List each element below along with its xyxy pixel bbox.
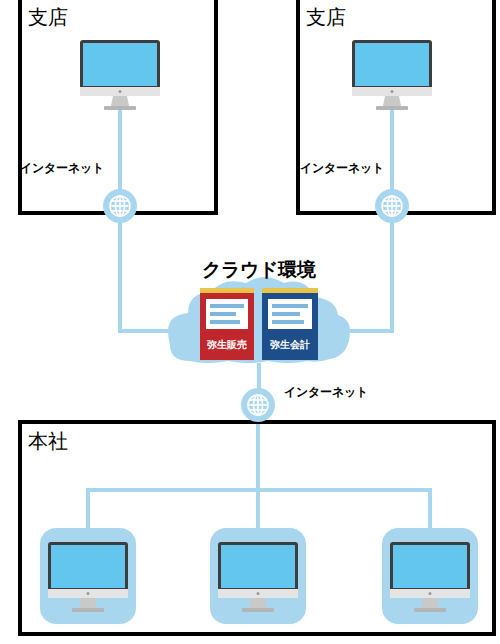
internet-globe — [241, 388, 275, 422]
monitor-icon — [218, 542, 298, 612]
node-label: クラウド環境 — [168, 257, 350, 283]
product-package — [262, 288, 318, 360]
network-line — [120, 215, 168, 331]
product-label: 弥生販売 — [200, 338, 254, 352]
network-wire — [390, 108, 394, 200]
node-label: 支店 — [28, 4, 68, 31]
product-label: 弥生会計 — [262, 338, 318, 352]
branch-box: 支店 — [296, 0, 496, 215]
monitor-icon — [48, 542, 128, 612]
cloud-shape: クラウド環境 — [168, 255, 350, 363]
network-label: インターネット — [300, 160, 384, 177]
monitor-icon — [390, 542, 470, 612]
monitor-icon — [352, 40, 432, 110]
internet-globe — [375, 189, 409, 223]
network-label: インターネット — [284, 384, 368, 401]
cloud-body — [168, 277, 350, 363]
network-wire — [118, 108, 122, 200]
branch-box: 支店 — [18, 0, 218, 215]
product-package — [200, 288, 254, 360]
office-box: 本社 — [18, 420, 496, 636]
terminal-tile — [382, 528, 478, 624]
terminal-tile — [210, 528, 306, 624]
node-label: 本社 — [28, 428, 68, 455]
monitor-icon — [80, 40, 160, 110]
network-bus — [88, 424, 430, 530]
network-line — [350, 215, 392, 331]
internet-globe — [103, 189, 137, 223]
network-line — [257, 363, 261, 420]
network-label: インターネット — [20, 160, 104, 177]
node-label: 支店 — [306, 4, 346, 31]
terminal-tile — [40, 528, 136, 624]
